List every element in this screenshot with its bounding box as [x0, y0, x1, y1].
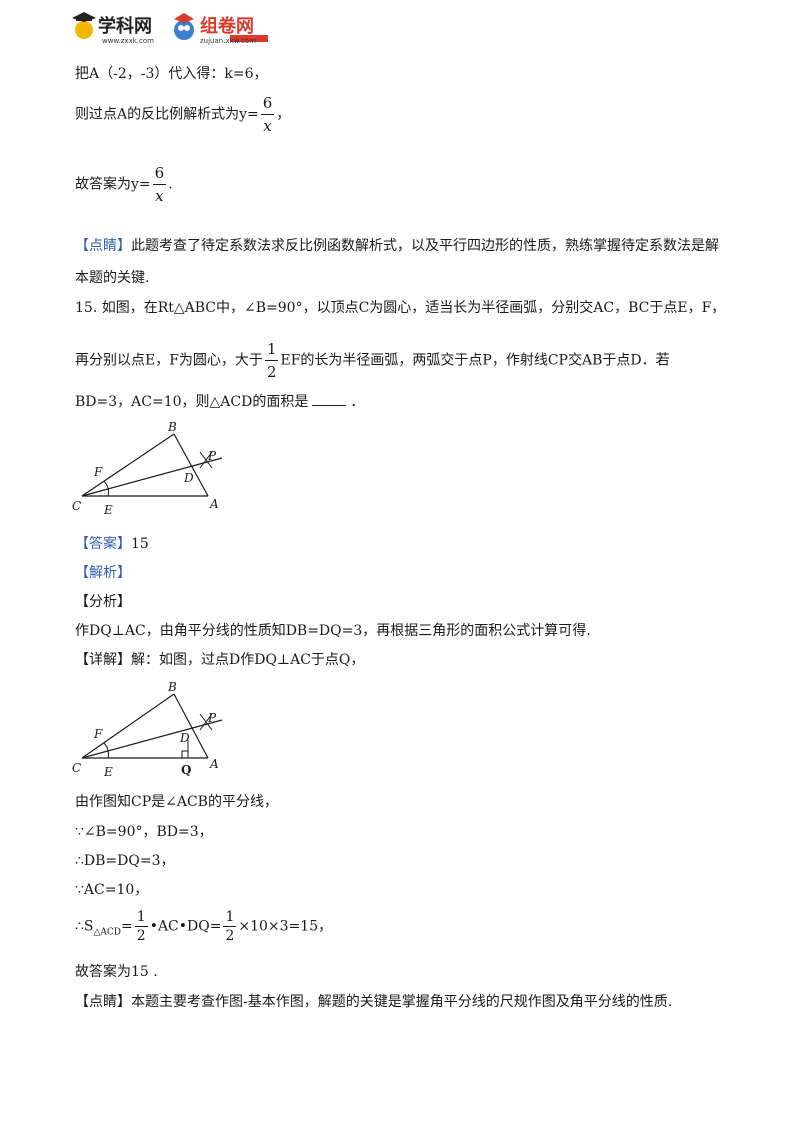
detail-text: 解：如图，过点D作DQ⊥AC于点Q， [131, 652, 365, 668]
arc-cross-p [199, 451, 213, 469]
ray-cp [81, 457, 223, 497]
step-6: 故答案为15 . [75, 964, 158, 980]
dianjing-line-1: 【点睛】此题考查了待定系数法求反比例函数解析式，以及平行四边形的性质，熟练掌握待… [75, 236, 719, 256]
label-d: D [183, 471, 194, 485]
final-dianjing: 【点睛】本题主要考查作图-基本作图，解题的关键是掌握角平分线的尺规作图及角平分线… [75, 992, 672, 1012]
label-b: B [167, 680, 177, 694]
step-4: ∵AC=10， [75, 882, 149, 898]
zujuanwang-logo: 组卷网 zujuan.xkw.com [172, 10, 272, 46]
text-line-3-pre: 故答案为y= [75, 176, 151, 193]
analysis-tag: 【解析】 [75, 565, 131, 581]
detail-line: 【详解】解：如图，过点D作DQ⊥AC于点Q， [75, 650, 364, 670]
answer-line: 【答案】15 [75, 534, 149, 554]
logo2-text: 组卷网 [200, 15, 254, 37]
final-dianjing-text: 本题主要考查作图-基本作图，解题的关键是掌握角平分线的尺规作图及角平分线的性质. [131, 994, 673, 1010]
step-5-pre: ∴S [75, 918, 94, 935]
xuekewang-logo: 学科网 www.zxxk.com [72, 10, 164, 46]
arc-ef [103, 742, 109, 759]
figure-triangle-1: B P F D C E A [72, 420, 223, 517]
label-e: E [103, 503, 113, 517]
segment-ba [173, 433, 209, 497]
step-5-post: ×10×3=15， [238, 918, 333, 935]
text-line-2-pre: 则过点A的反比例解析式为y= [75, 106, 259, 123]
label-f: F [93, 727, 103, 741]
fraction-denominator: 2 [223, 926, 237, 944]
fraction-denominator: 2 [264, 360, 279, 383]
ray-cp [81, 719, 223, 759]
dianjing-text: 此题考查了待定系数法求反比例函数解析式，以及平行四边形的性质，熟练掌握待定系数法… [131, 238, 719, 254]
figure-triangle-2: B P F D C E Q A [72, 680, 223, 779]
label-e: E [103, 765, 113, 779]
segment-cb [81, 433, 175, 497]
fraction-denominator: x [260, 114, 275, 137]
text-line-2-post: ， [276, 106, 291, 123]
fraction-numerator: 6 [262, 94, 273, 112]
text-line-1: 把A（-2，-3）代入得：k=6， [75, 66, 268, 82]
question-15-line-3-pre: BD=3，AC=10，则△ACD的面积是 [75, 394, 309, 410]
question-15-line-3: BD=3，AC=10，则△ACD的面积是 ． [75, 392, 364, 412]
arc-ef [103, 480, 109, 497]
xuekewang-logo-graphic: 学科网 www.zxxk.com [72, 12, 154, 45]
fenxi-tag: 【分析】 [75, 594, 131, 610]
fraction-numerator: 1 [225, 909, 235, 925]
label-p: P [207, 711, 217, 725]
step-2: ∵∠B=90°，BD=3， [75, 824, 213, 840]
detail-tag: 【详解】 [75, 652, 131, 668]
label-a: A [209, 497, 219, 511]
step-5-subscript: △ACD [93, 927, 122, 938]
label-f: F [93, 465, 103, 479]
step-5-eq: = [121, 918, 133, 935]
question-15-line-1: 15. 如图，在Rt△ABC中，∠B=90°，以顶点C为圆心，适当长为半径画弧，… [75, 300, 726, 316]
label-c: C [72, 761, 81, 775]
zujuanwang-logo-graphic: 组卷网 zujuan.xkw.com [174, 13, 268, 45]
fraction-denominator: 2 [134, 926, 148, 944]
label-b: B [167, 420, 177, 434]
segment-cb [81, 693, 175, 759]
step-1: 由作图知CP是∠ACB的平分线， [75, 794, 278, 810]
segment-ba [173, 693, 209, 759]
answer-tag: 【答案】 [75, 536, 131, 552]
right-angle-mark [181, 750, 189, 759]
question-15-line-2-post: EF的长为半径画弧，两弧交于点P，作射线CP交AB于点D．若 [280, 352, 670, 369]
question-15-line-2-pre: 再分别以点E，F为圆心，大于 [75, 352, 263, 369]
fraction-numerator: 6 [154, 164, 165, 182]
dianjing-tag: 【点睛】 [75, 238, 131, 254]
fraction-denominator: x [152, 184, 167, 207]
label-a: A [209, 757, 219, 771]
fenxi-text: 作DQ⊥AC，由角平分线的性质知DB=DQ=3，再根据三角形的面积公式计算可得. [75, 623, 591, 639]
label-p: P [207, 449, 217, 463]
fraction-numerator: 1 [266, 340, 277, 358]
logo1-text: 学科网 [98, 15, 152, 37]
answer-blank [312, 405, 347, 406]
label-c: C [72, 499, 81, 513]
final-dianjing-tag: 【点睛】 [75, 994, 131, 1010]
arc-cross-p [199, 713, 213, 731]
question-15-line-3-post: ． [350, 394, 365, 410]
label-q: Q [181, 763, 191, 777]
label-d: D [179, 731, 190, 745]
text-line-3-post: . [168, 176, 173, 193]
logo2-sub: zujuan.xkw.com [200, 37, 256, 45]
fraction-numerator: 1 [136, 909, 146, 925]
step-5-mid: •AC•DQ= [149, 918, 222, 935]
dianjing-line-2: 本题的关键. [75, 270, 150, 286]
answer-value: 15 [131, 536, 149, 552]
step-3: ∴DB=DQ=3， [75, 853, 175, 869]
logo1-sub: www.zxxk.com [102, 37, 154, 45]
